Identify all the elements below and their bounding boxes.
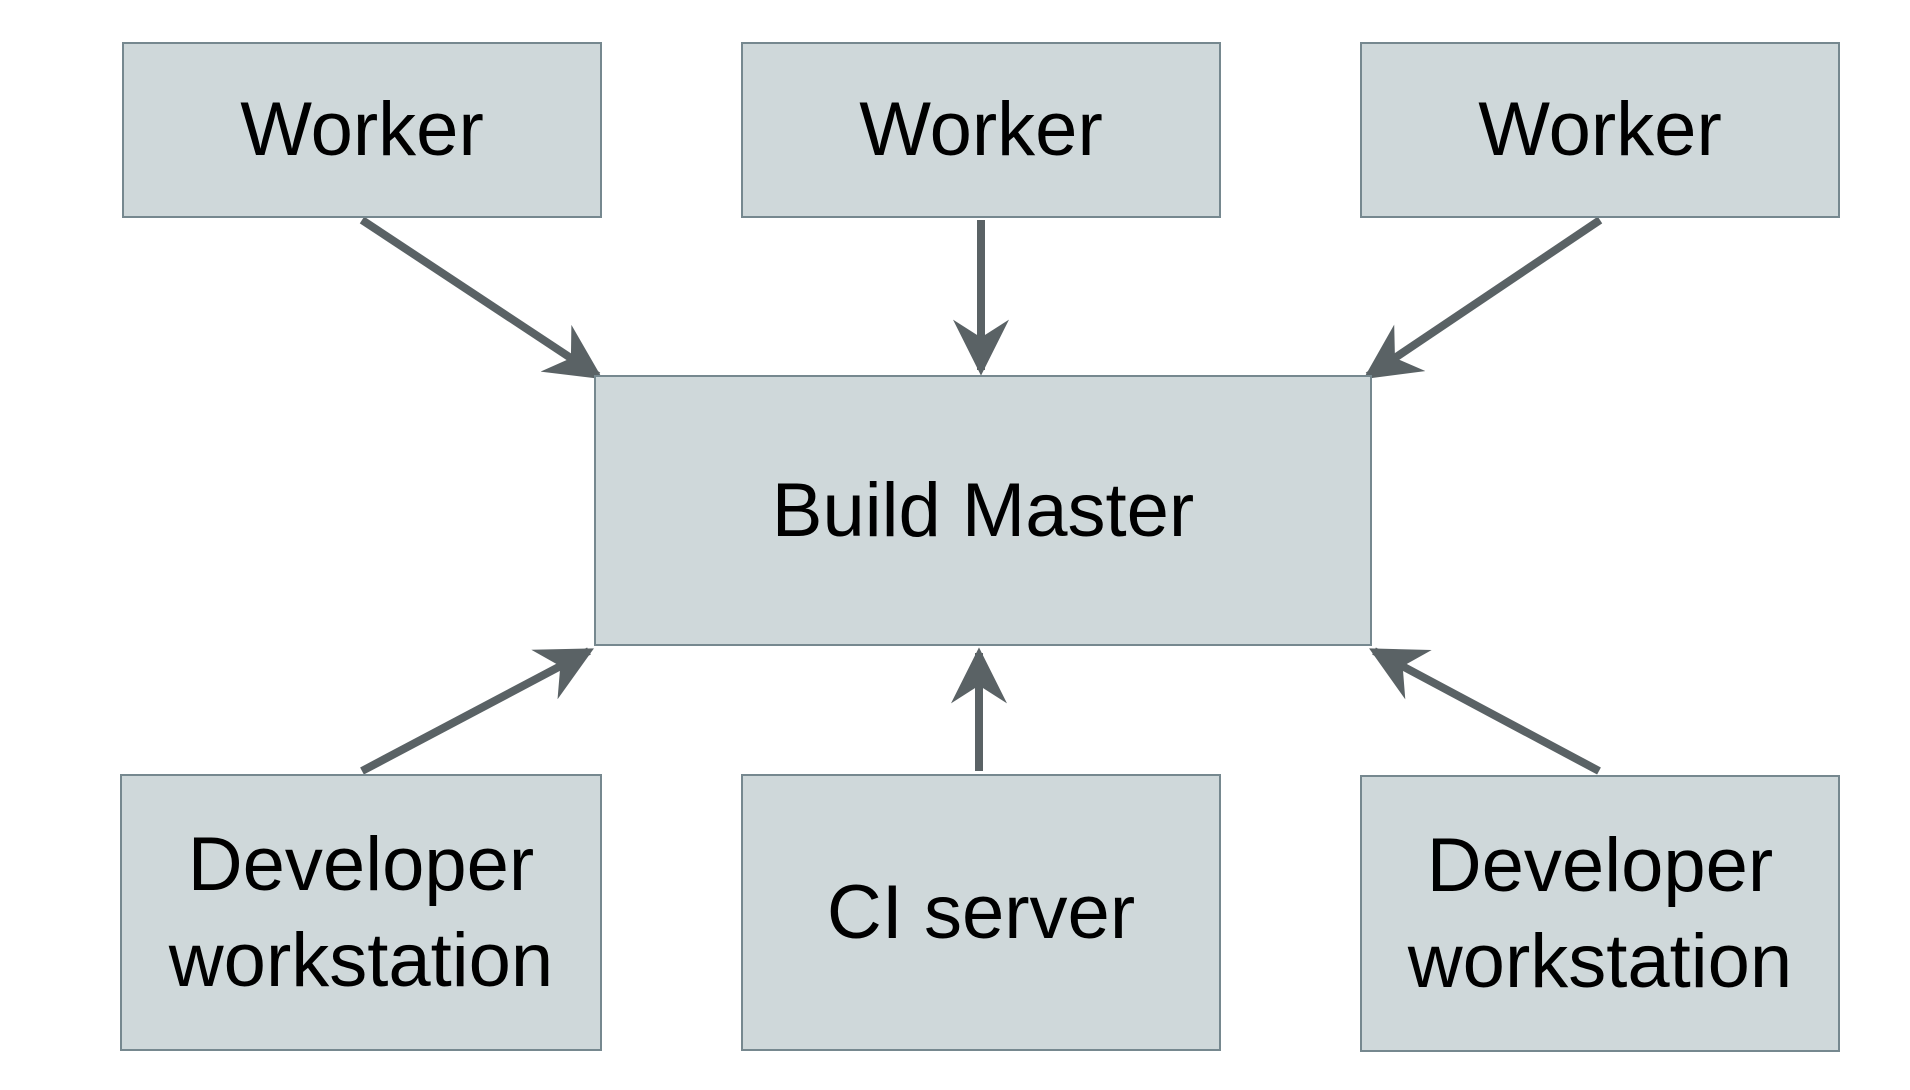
node-developer-workstation-right-label: Developer workstation (1407, 822, 1793, 1004)
node-ci-server: CI server (741, 774, 1221, 1051)
arrow-dev-left-to-build-master (360, 647, 594, 775)
node-worker-1-label: Worker (240, 87, 484, 173)
arrow-worker-1-to-build-master (359, 216, 603, 380)
arrow-worker-3-to-build-master (1363, 216, 1603, 380)
node-worker-2: Worker (741, 42, 1221, 218)
node-worker-3-label: Worker (1478, 87, 1722, 173)
node-developer-workstation-left-label: Developer workstation (168, 821, 554, 1003)
node-developer-workstation-left: Developer workstation (120, 774, 602, 1051)
node-worker-1: Worker (122, 42, 602, 218)
node-worker-2-label: Worker (859, 87, 1103, 173)
node-worker-3: Worker (1360, 42, 1840, 218)
node-build-master-label: Build Master (771, 467, 1195, 553)
node-build-master: Build Master (594, 375, 1372, 646)
node-developer-workstation-right: Developer workstation (1360, 775, 1840, 1052)
node-ci-server-label: CI server (826, 869, 1136, 955)
arrow-dev-right-to-build-master (1369, 647, 1601, 775)
